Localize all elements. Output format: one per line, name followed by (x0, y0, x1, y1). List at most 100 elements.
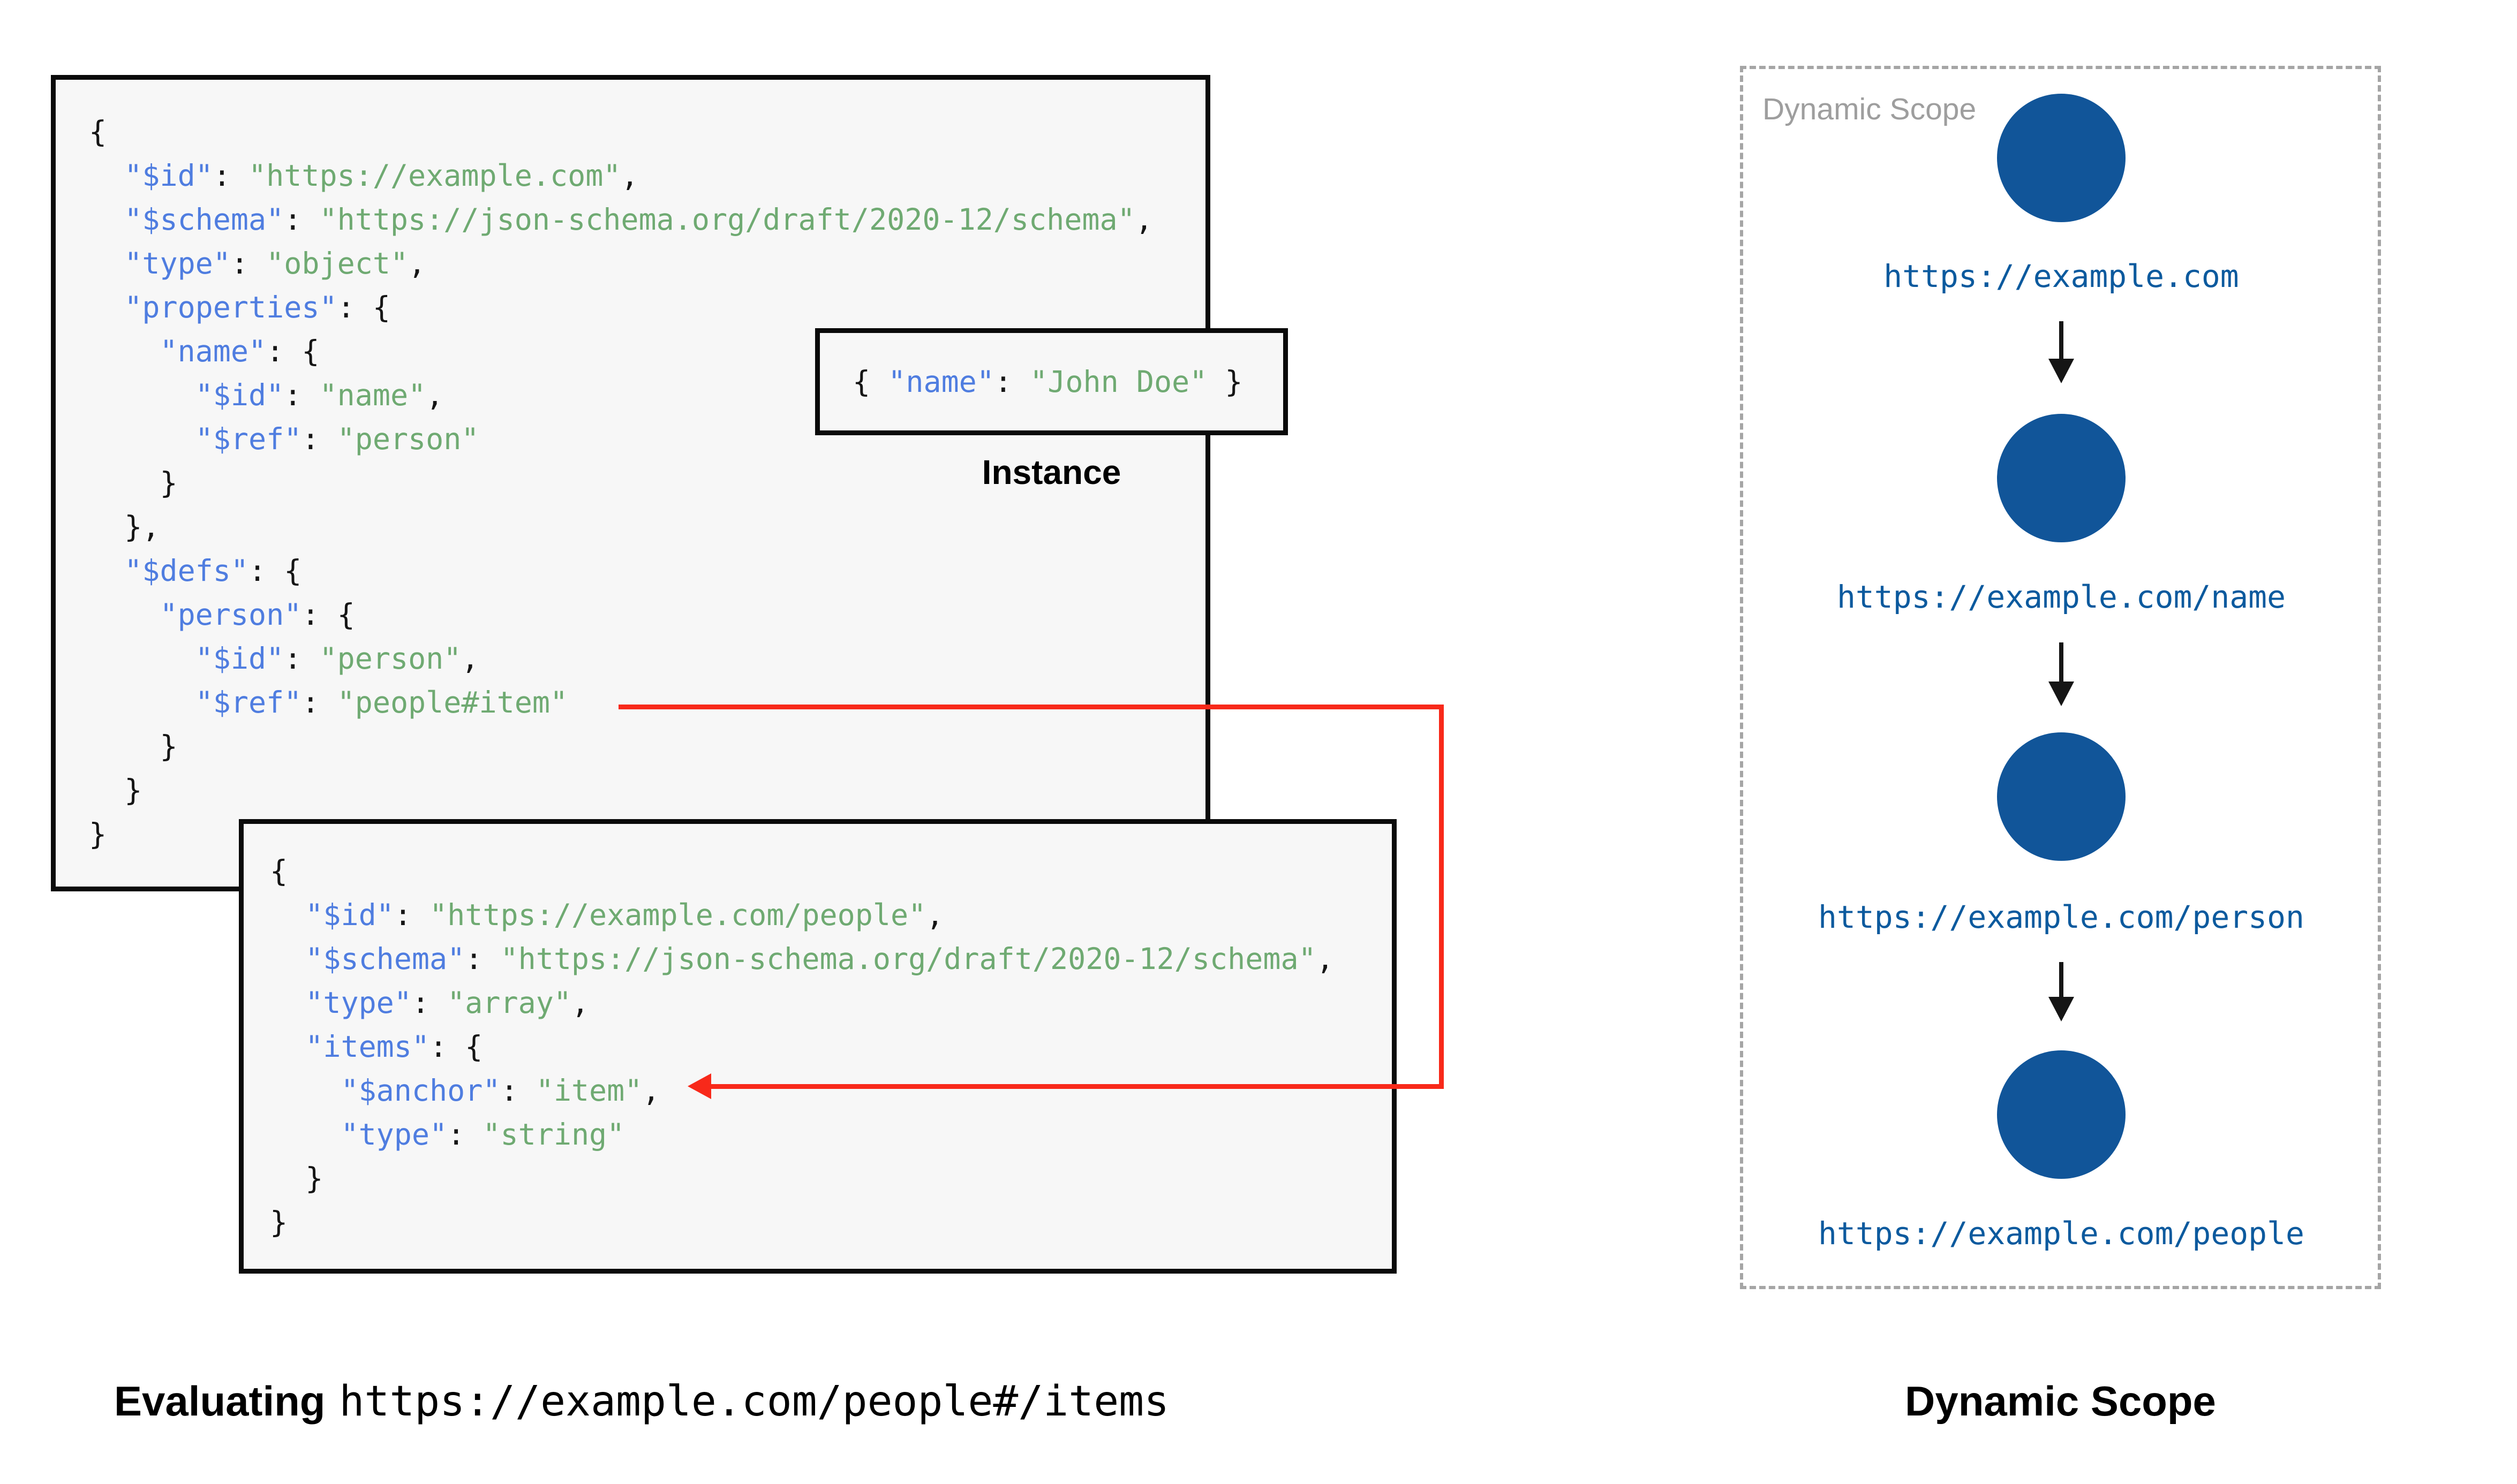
instance-box: { "name": "John Doe" } (815, 328, 1288, 435)
ref-arrow-segment-top (619, 705, 1444, 709)
code-token-key: "type" (124, 246, 231, 281)
code-token-key: "$anchor" (341, 1073, 501, 1108)
code-token-pun: : (994, 364, 1030, 399)
code-token-pun: , (426, 378, 444, 412)
code-line: { (270, 849, 1392, 893)
code-token-pun: : (302, 685, 337, 720)
code-line: } (89, 768, 1205, 812)
code-token-str: "name" (319, 378, 426, 412)
code-token-pun: , (926, 898, 944, 932)
code-line: "properties": { (89, 285, 1205, 329)
code-token-pun (89, 685, 195, 720)
code-token-pun (270, 1117, 341, 1152)
code-line: "type": "object", (89, 241, 1205, 285)
code-token-pun: , (461, 641, 479, 676)
ref-arrow-segment-bottom (711, 1084, 1444, 1089)
code-token-key: "type" (341, 1117, 448, 1152)
code-token-pun (89, 202, 124, 237)
code-token-pun: } (89, 773, 142, 807)
code-token-str: "https://example.com/people" (429, 898, 926, 932)
code-line: "$schema": "https://json-schema.org/draf… (89, 198, 1205, 241)
code-token-str: "https://json-schema.org/draft/2020-12/s… (500, 942, 1316, 976)
code-token-str: "https://example.com" (248, 158, 621, 193)
code-token-str: "array" (447, 986, 571, 1020)
evaluating-caption-uri: https://example.com/people#/items (339, 1377, 1170, 1426)
code-token-key: "$id" (305, 898, 394, 932)
code-token-pun (270, 986, 305, 1020)
code-token-pun: , (621, 158, 639, 193)
code-token-pun: : { (302, 597, 355, 632)
ref-arrow-head-icon (688, 1073, 711, 1099)
code-line: "$id": "person", (89, 637, 1205, 680)
code-token-pun (89, 554, 124, 588)
code-token-str: "person" (337, 422, 479, 456)
code-token-pun: } (1207, 364, 1243, 399)
code-line: } (89, 724, 1205, 768)
code-token-pun (89, 158, 124, 193)
code-token-pun: { (853, 364, 888, 399)
code-token-pun: : (284, 641, 320, 676)
code-token-pun: : { (337, 290, 390, 324)
code-token-pun: : (302, 422, 337, 456)
code-token-pun: : (465, 942, 501, 976)
root-schema-box: { "$id": "https://example.com", "$schema… (51, 75, 1210, 891)
root-schema-code: { "$id": "https://example.com", "$schema… (56, 80, 1205, 856)
code-token-key: "type" (305, 986, 412, 1020)
code-line: "items": { (270, 1025, 1392, 1069)
code-token-pun: } (270, 1205, 288, 1239)
code-token-pun (89, 334, 160, 368)
code-line: "name": { (89, 329, 1205, 373)
code-token-pun: { (270, 854, 288, 888)
code-token-key: "$ref" (195, 422, 302, 456)
ref-arrow-segment-vertical (1439, 705, 1444, 1089)
code-token-key: "$ref" (195, 685, 302, 720)
code-token-pun: : { (248, 554, 302, 588)
evaluating-caption: Evaluating https://example.com/people#/it… (114, 1377, 1169, 1430)
evaluating-caption-prefix: Evaluating (114, 1377, 326, 1425)
code-line: "$schema": "https://json-schema.org/draf… (270, 937, 1392, 981)
code-token-pun: : (284, 202, 320, 237)
code-token-pun: : (447, 1117, 483, 1152)
code-token-key: "$schema" (124, 202, 284, 237)
code-token-pun (89, 422, 195, 456)
code-token-pun: , (1316, 942, 1334, 976)
code-token-pun (89, 290, 124, 324)
code-token-pun: : (500, 1073, 536, 1108)
code-token-pun (89, 246, 124, 281)
code-token-pun: } (89, 729, 178, 763)
code-line: "type": "string" (270, 1112, 1392, 1156)
code-token-key: "person" (160, 597, 302, 632)
code-line: "$anchor": "item", (270, 1069, 1392, 1112)
code-token-pun (89, 597, 160, 632)
code-line: } (270, 1200, 1392, 1244)
code-token-pun: } (270, 1161, 323, 1195)
code-token-key: "$id" (195, 641, 284, 676)
code-token-pun: , (408, 246, 426, 281)
code-line: "person": { (89, 593, 1205, 637)
code-line: "$id": "https://example.com", (89, 154, 1205, 198)
code-line: { (89, 110, 1205, 154)
code-token-key: "$id" (124, 158, 213, 193)
dynamic-scope-caption: Dynamic Scope (1905, 1377, 2216, 1425)
code-token-key: "$schema" (305, 942, 465, 976)
code-token-pun: , (1135, 202, 1153, 237)
code-token-pun: { (89, 115, 107, 149)
code-line: } (89, 461, 1205, 505)
code-token-pun: , (642, 1073, 660, 1108)
code-token-key: "$id" (195, 378, 284, 412)
code-token-pun (270, 1073, 341, 1108)
code-token-pun: , (571, 986, 590, 1020)
code-line: } (89, 812, 1205, 856)
code-token-key: "items" (305, 1029, 430, 1064)
code-token-pun: }, (89, 510, 160, 544)
code-token-key: "name" (160, 334, 267, 368)
code-line: "$id": "name", (89, 373, 1205, 417)
code-token-str: "people#item" (337, 685, 568, 720)
code-token-str: "item" (536, 1073, 643, 1108)
code-token-pun (270, 898, 305, 932)
code-token-key: "properties" (124, 290, 337, 324)
code-line: { "name": "John Doe" } (853, 367, 1243, 397)
code-token-pun: : (394, 898, 430, 932)
code-token-key: "name" (888, 364, 994, 399)
people-schema-code: { "$id": "https://example.com/people", "… (244, 824, 1392, 1244)
